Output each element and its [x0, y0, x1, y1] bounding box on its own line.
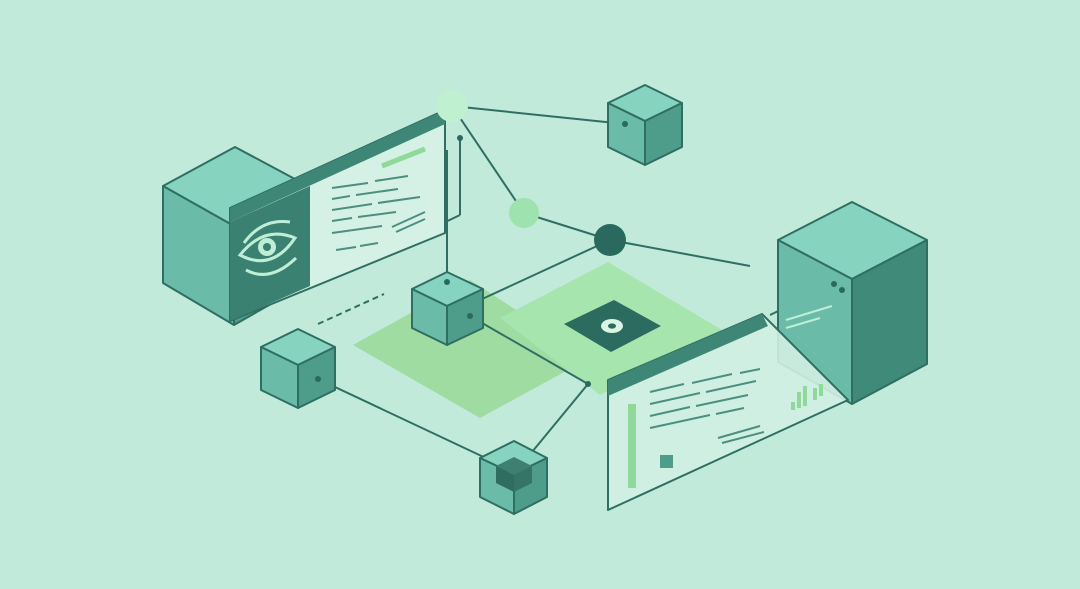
bar-chart-icon: [791, 384, 823, 410]
panel-text-lines: [649, 368, 765, 444]
connector-line: [317, 378, 491, 461]
network-node: [594, 224, 626, 256]
connector-dots: [315, 121, 845, 387]
panel-square-marker: [660, 455, 673, 468]
node-cube-center: [411, 271, 484, 346]
dashed-connector: [317, 293, 385, 325]
node-cube-bottom: [479, 440, 548, 515]
target-icon: [601, 319, 623, 333]
eye-icon: [237, 219, 298, 276]
panel-text-lines: [331, 175, 426, 251]
info-panel-left: [229, 109, 446, 322]
connector-line: [531, 383, 589, 453]
info-panel-right: [607, 313, 849, 511]
panel-side-bar: [628, 404, 636, 488]
network-node: [436, 90, 468, 122]
panel-accent-bar: [381, 146, 426, 169]
network-node: [509, 198, 539, 228]
connector-line: [451, 105, 626, 125]
connector-line: [609, 239, 751, 267]
panel-header: [608, 314, 768, 396]
panel-header: [230, 110, 445, 222]
node-cube-top: [607, 84, 683, 166]
connector-line: [469, 315, 589, 385]
connector-line: [451, 105, 525, 214]
connector-line: [479, 239, 611, 301]
node-cube-left: [260, 328, 336, 409]
cube-text-lines: [785, 305, 833, 329]
